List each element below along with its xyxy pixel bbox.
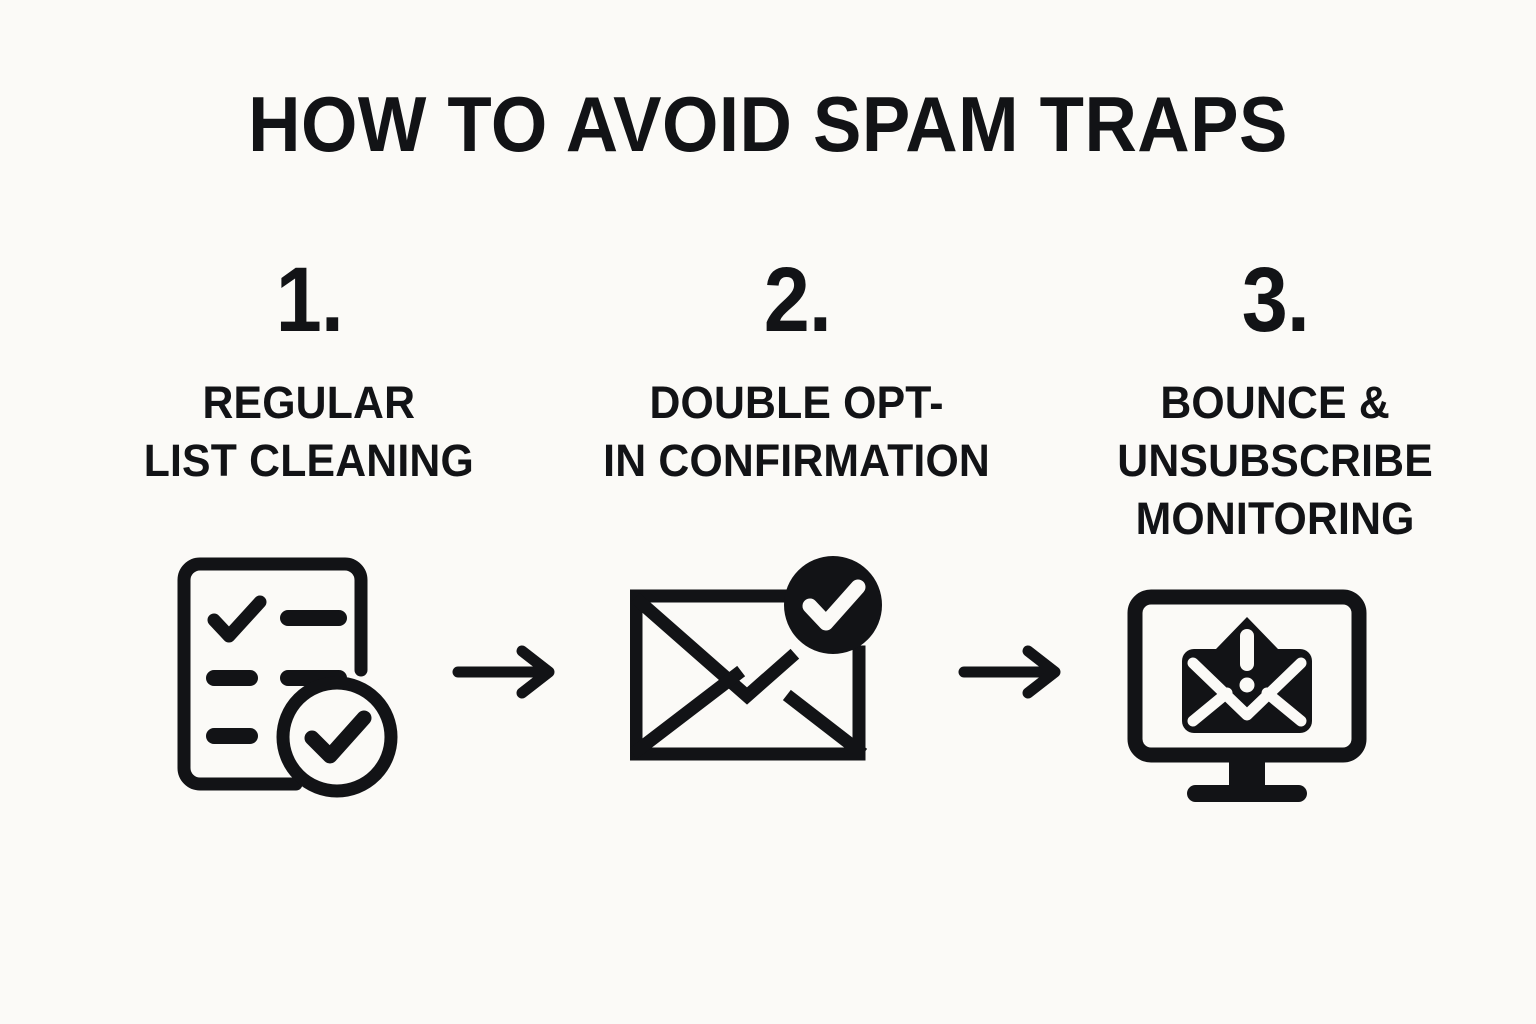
- step-1-label: REGULAR LIST CLEANING: [143, 377, 475, 486]
- checklist-document-verified-icon: [177, 557, 398, 798]
- monitor-envelope-alert-icon: [1127, 589, 1367, 802]
- step-3-icon-slot: [1124, 586, 1370, 811]
- step-2: 2. DOUBLE OPT- IN CONFIRMATION: [554, 252, 1040, 490]
- connector-arrow-1: [452, 644, 572, 700]
- step-1: 1. REGULAR LIST CLEANING: [66, 252, 552, 490]
- arrow-right-icon: [958, 645, 1061, 699]
- step-3: 3. BOUNCE & UNSUBSCRIBE MONITORING: [1032, 252, 1518, 548]
- step-1-number: 1.: [275, 249, 343, 351]
- monitor-stand-base: [1187, 784, 1307, 802]
- envelope-check-badge-icon: [630, 556, 882, 761]
- step-3-number: 3.: [1241, 249, 1309, 351]
- icons-row: [0, 548, 1536, 818]
- exclamation-mark-icon: [1239, 628, 1255, 692]
- arrow-right-icon: [452, 645, 555, 699]
- verified-check-badge-icon: [276, 676, 398, 798]
- step-3-label: BOUNCE & UNSUBSCRIBE MONITORING: [1117, 377, 1433, 544]
- step-2-label: DOUBLE OPT- IN CONFIRMATION: [603, 377, 991, 486]
- check-badge-filled-icon: [784, 556, 882, 654]
- steps-row: 1. REGULAR LIST CLEANING 2. DOUBLE OPT- …: [0, 252, 1536, 582]
- step-2-number: 2.: [763, 249, 831, 351]
- step-1-icon-slot: [172, 548, 412, 808]
- envelope-alert-icon: [1182, 616, 1312, 733]
- connector-arrow-2: [958, 644, 1078, 700]
- monitor-stand-neck: [1229, 754, 1265, 789]
- step-2-icon-slot: [628, 554, 884, 764]
- page-title: HOW TO AVOID SPAM TRAPS: [248, 80, 1288, 168]
